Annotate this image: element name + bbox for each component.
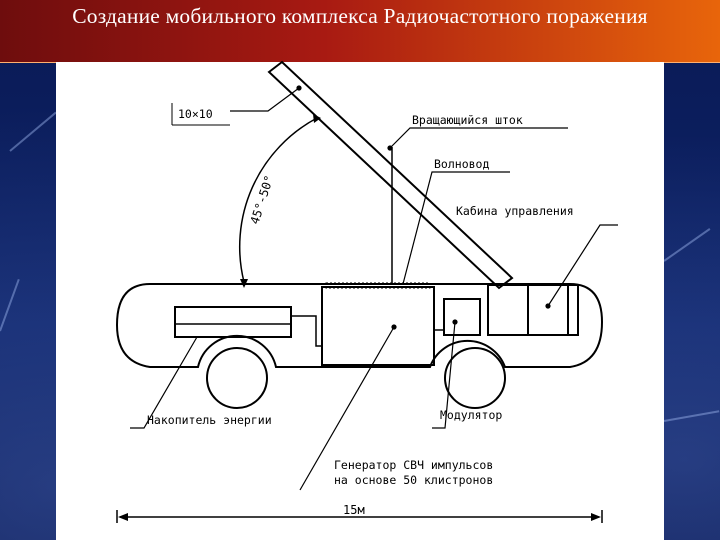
energy-storage-label: Накопитель энергии [147, 413, 272, 427]
cabin-label: Кабина управления [456, 204, 574, 218]
angle-arrowhead [313, 114, 321, 123]
slide-title: Создание мобильного комплекса Радиочасто… [72, 4, 648, 28]
title-bar: Создание мобильного комплекса Радиочасто… [0, 0, 720, 63]
rear-wheel [206, 347, 268, 409]
length-dimension [116, 510, 603, 523]
front-wheel [444, 347, 506, 409]
boom-pivot-marker [387, 145, 393, 151]
microwave-generator [321, 286, 435, 366]
generator-label-line2: на основе 50 клистронов [334, 473, 493, 487]
boom-label: Вращающийся шток [412, 113, 523, 127]
generator-label-line1: Генератор СВЧ импульсов [334, 458, 493, 472]
angle-arrowhead [240, 279, 248, 288]
cabin-front [568, 284, 579, 336]
modulator [443, 298, 481, 336]
waveguide-label: Волновод [434, 157, 489, 171]
cabin-compartment [487, 284, 529, 336]
boom-marker [296, 85, 302, 91]
section-size-label: 10×10 [178, 107, 213, 121]
storage-cable [291, 315, 322, 347]
vehicle-body [115, 283, 604, 368]
length-label: 15м [343, 503, 365, 517]
angle-label: 45°-50° [248, 173, 277, 225]
energy-storage [174, 306, 292, 338]
cabin-compartment [527, 284, 569, 336]
generator-vent [325, 282, 431, 289]
rotating-boom [267, 60, 514, 290]
angle-arc [238, 117, 318, 283]
modulator-label: Модулятор [440, 408, 502, 422]
diagram-panel [56, 62, 664, 540]
leader-lines [130, 87, 618, 491]
